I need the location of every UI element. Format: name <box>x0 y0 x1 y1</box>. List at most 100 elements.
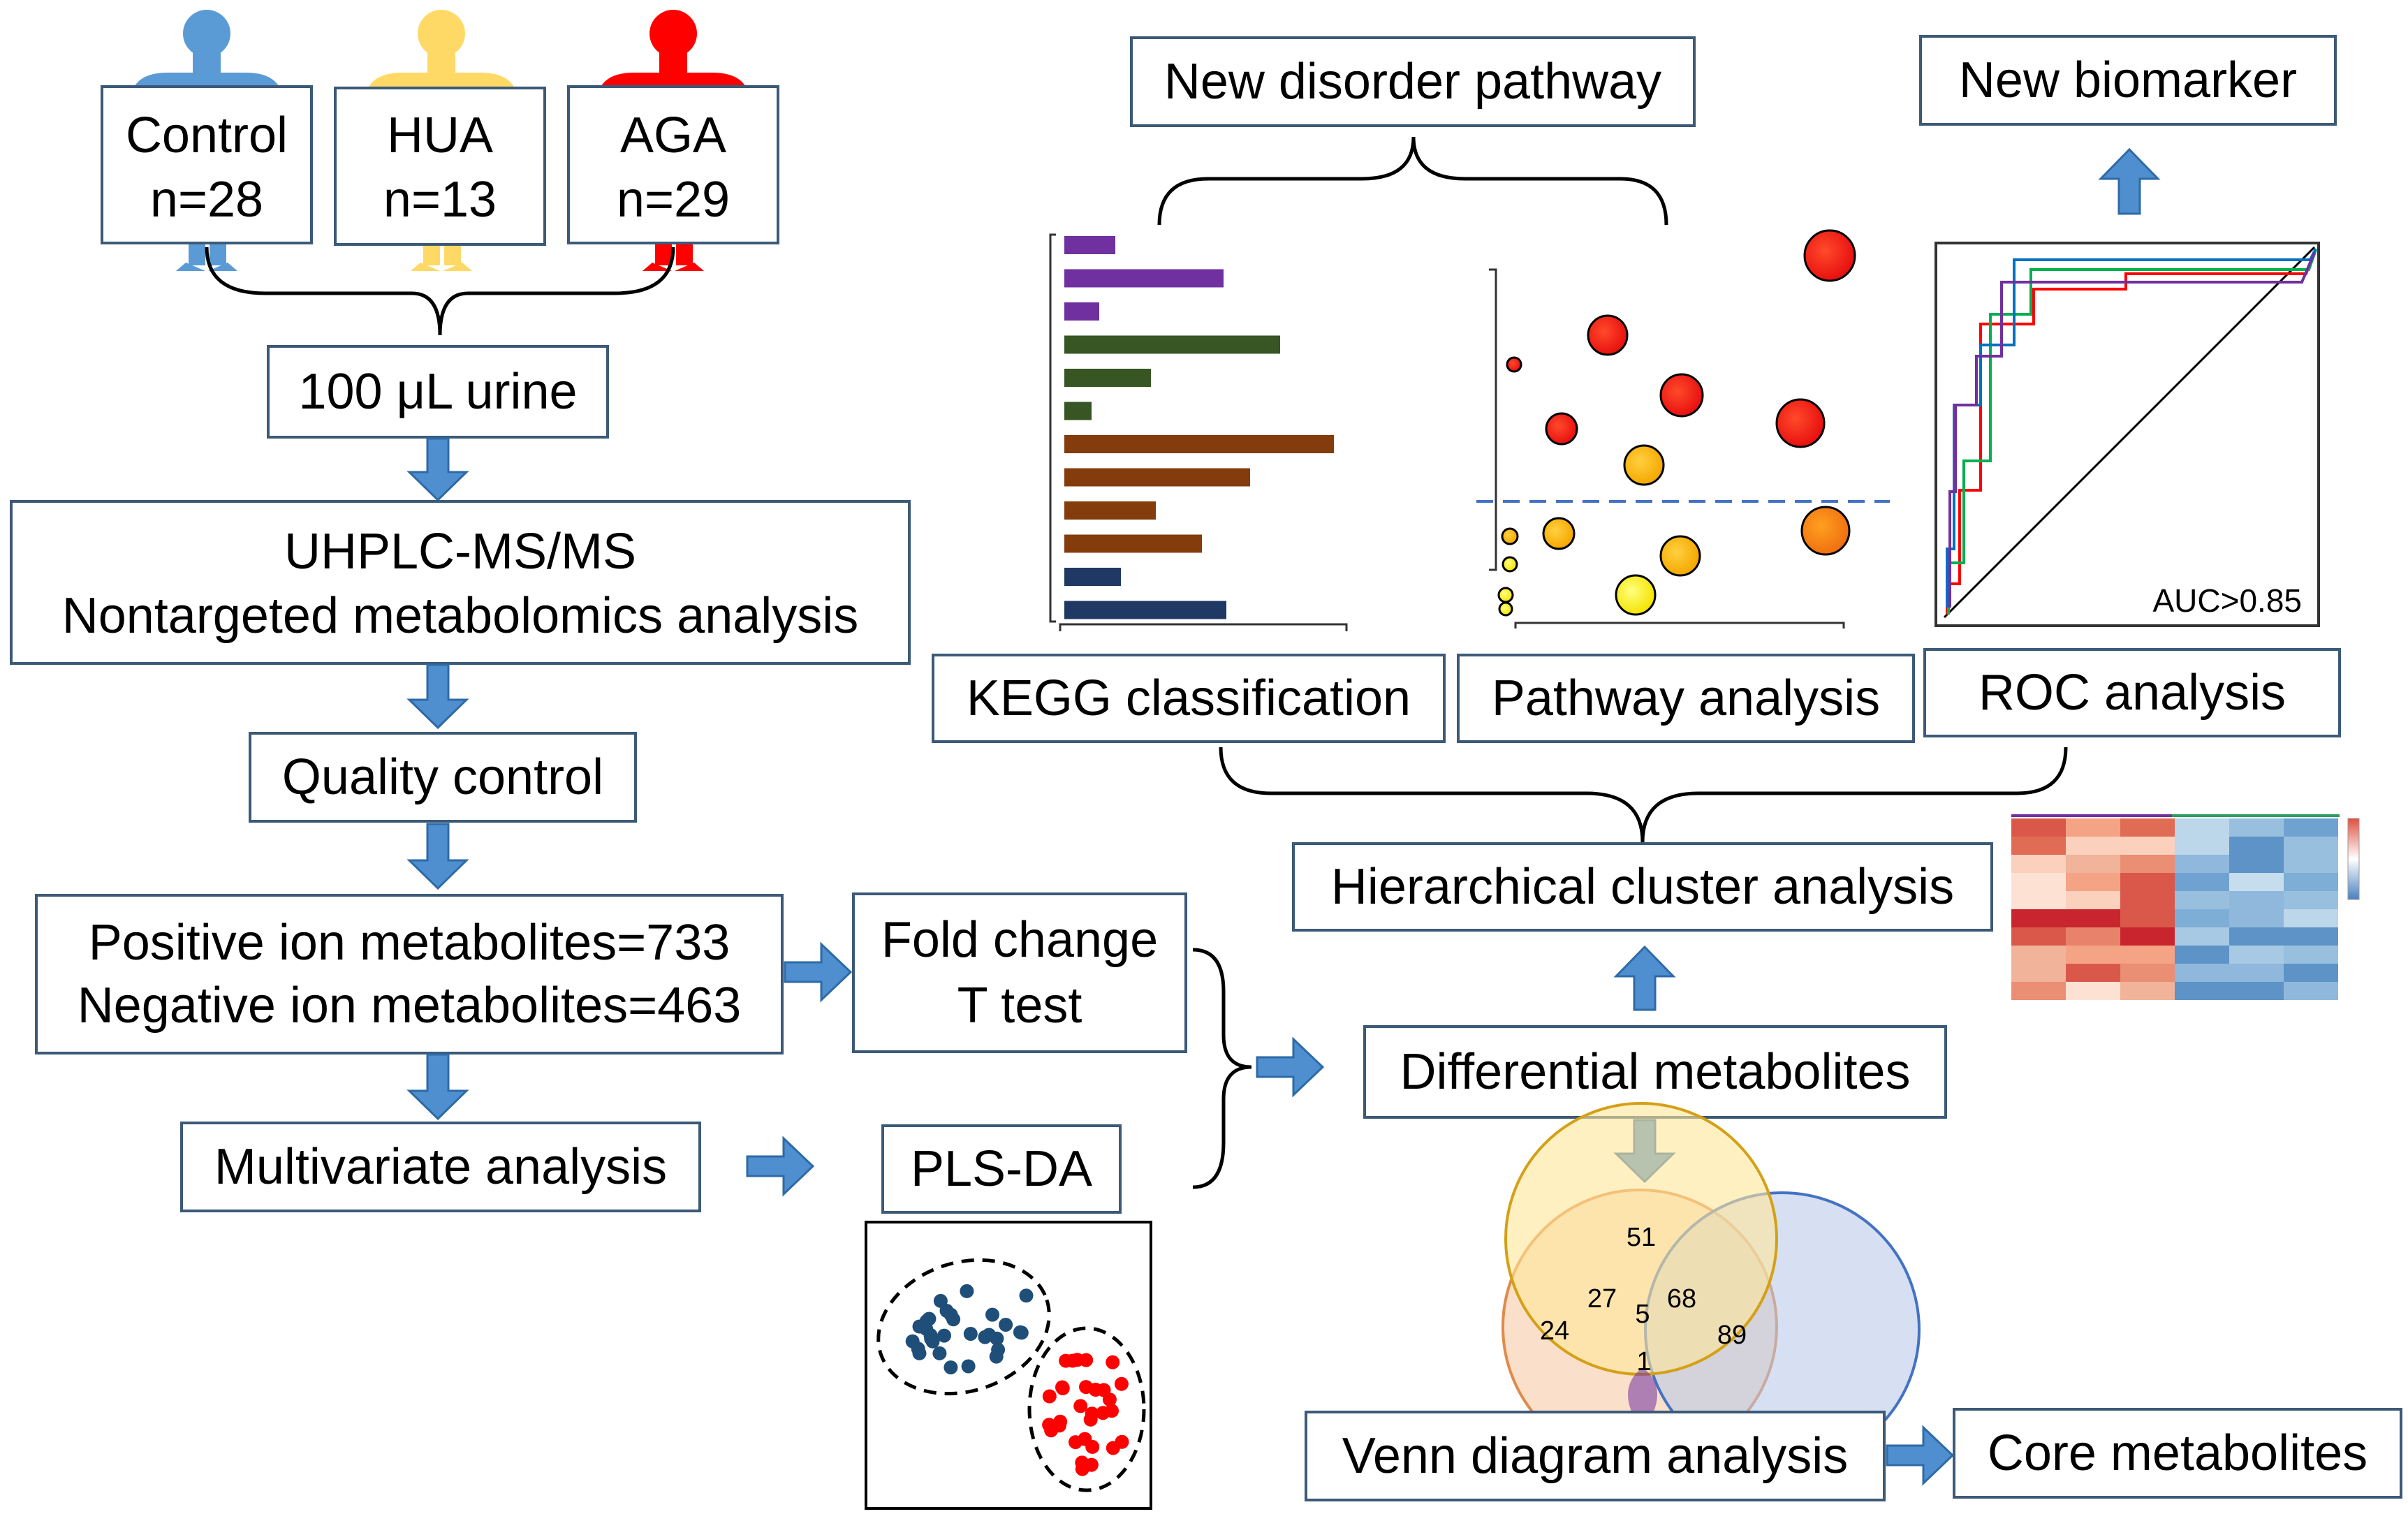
up-arrow-icon <box>1613 945 1676 1011</box>
pathway-bubble <box>1615 574 1657 616</box>
heatmap-cell <box>2066 837 2120 855</box>
plsda-point <box>961 1359 976 1374</box>
heatmap-cell <box>2175 909 2229 927</box>
svg-text:Pathway analysis: Pathway analysis <box>1492 670 1880 726</box>
heatmap-cell <box>2284 964 2338 982</box>
ion-metabolites-box: Positive ion metabolites=733 Negative io… <box>35 894 784 1054</box>
heatmap-cell <box>2175 946 2229 964</box>
plsda-point <box>1014 1325 1029 1340</box>
heatmap-cell <box>2229 873 2284 891</box>
heatmap-cell <box>2011 909 2066 927</box>
multivariate-box: Multivariate analysis <box>180 1122 701 1212</box>
plsda-point <box>1059 1353 1073 1368</box>
down-arrow-icon <box>406 663 469 730</box>
quality-control-box: Quality control <box>249 732 637 823</box>
pathway-bubble <box>1775 398 1826 448</box>
plsda-point <box>912 1346 927 1360</box>
plsda-point <box>1042 1389 1057 1404</box>
heatmap-cell <box>2120 818 2175 837</box>
plsda-point <box>999 1318 1013 1332</box>
heatmap-cell <box>2229 837 2284 855</box>
venn-count-all: 5 <box>1635 1300 1650 1329</box>
heatmap-cell <box>2229 818 2284 837</box>
kegg-bar <box>1064 601 1226 619</box>
plsda-point <box>1069 1435 1082 1450</box>
new-disorder-pathway-box: New disorder pathway <box>1130 36 1696 127</box>
down-arrow-icon <box>406 1053 469 1121</box>
kegg-bar <box>1064 501 1156 520</box>
kegg-bar <box>1064 236 1115 254</box>
svg-text:New biomarker: New biomarker <box>1959 52 2297 108</box>
heatmap-cell <box>2120 873 2175 891</box>
plsda-point <box>922 1311 937 1326</box>
pathway-bubble-chart <box>1476 229 1890 629</box>
heatmap-cell <box>2175 873 2229 891</box>
heatmap-cell <box>2175 927 2229 946</box>
plsda-red-points <box>1042 1353 1129 1476</box>
pathway-bubble <box>1542 517 1576 550</box>
svg-text:KEGG classification: KEGG classification <box>967 670 1411 726</box>
group-box-aga: AGA n=29 <box>567 85 779 244</box>
plsda-point <box>990 1331 1004 1346</box>
kegg-bar <box>1064 402 1092 420</box>
heatmap-cell <box>2120 837 2175 855</box>
roc-curve-green <box>1947 249 2317 615</box>
group-name: AGA <box>620 108 726 163</box>
heatmap-cell <box>2284 891 2338 909</box>
roc-curve-red <box>1946 251 2316 615</box>
heatmap-cell <box>2120 909 2175 927</box>
svg-text:Positive ion metabolites=733: Positive ion metabolites=733 <box>89 915 731 971</box>
plsda-point <box>1106 1355 1120 1369</box>
venn-count-left-right: 1 <box>1636 1347 1651 1376</box>
heatmap-cell <box>2284 873 2338 891</box>
svg-text:PLS-DA: PLS-DA <box>911 1141 1092 1197</box>
group-name: Control <box>126 108 288 163</box>
heatmap-cell <box>2011 873 2066 891</box>
down-arrow-icon <box>406 437 469 502</box>
group-box-hua: HUA n=13 <box>334 87 546 246</box>
heatmap-cell <box>2120 891 2175 909</box>
pathway-bubble <box>1506 356 1522 373</box>
kegg-box: KEGG classification <box>932 654 1446 743</box>
roc-plot: AUC>0.85 <box>1935 242 2320 627</box>
group-count: n=28 <box>150 172 263 228</box>
heatmap-cell <box>2066 891 2120 909</box>
heatmap-cell <box>2011 964 2066 982</box>
plsda-point <box>924 1332 939 1346</box>
uhplc-box: UHPLC-MS/MS Nontargeted metabolomics ana… <box>10 500 911 665</box>
plsda-blue-points <box>905 1284 1034 1375</box>
kegg-bar <box>1064 302 1099 321</box>
plsda-point <box>978 1330 992 1344</box>
heatmap-cell <box>2120 855 2175 873</box>
right-arrow-icon <box>1886 1425 1955 1486</box>
plsda-point <box>1084 1457 1099 1472</box>
heatmap-cell <box>2011 855 2066 873</box>
pathway-bubble <box>1502 556 1518 573</box>
heatmap-cell <box>2120 982 2175 1000</box>
pathway-bubble <box>1545 412 1578 446</box>
plsda-score-plot <box>865 1221 1152 1510</box>
pathway-bubble <box>1803 229 1856 282</box>
kegg-bar <box>1064 269 1224 288</box>
heatmap-cell <box>2284 855 2338 873</box>
venn-count-left: 24 <box>1540 1316 1569 1346</box>
heatmap-cell <box>2066 927 2120 946</box>
plsda-point <box>944 1360 958 1375</box>
group-box-control: Control n=28 <box>101 85 313 244</box>
heatmap-cell <box>2011 818 2066 837</box>
plsda-point <box>963 1327 978 1341</box>
right-arrow-icon <box>784 941 853 1003</box>
pathway-bubble <box>1501 527 1519 545</box>
heatmap-cell <box>2229 964 2284 982</box>
heatmap-cell <box>2011 891 2066 909</box>
kegg-bar <box>1064 468 1250 487</box>
heatmap-cell <box>2066 818 2120 837</box>
plsda-point <box>1085 1406 1099 1421</box>
merge-brace <box>1192 948 1252 1189</box>
heatmap-cell <box>2284 946 2338 964</box>
venn-box: Venn diagram analysis <box>1305 1411 1886 1501</box>
heatmap-cell <box>2175 891 2229 909</box>
pathway-bubble <box>1498 601 1513 617</box>
new-biomarker-box: New biomarker <box>1919 35 2337 126</box>
